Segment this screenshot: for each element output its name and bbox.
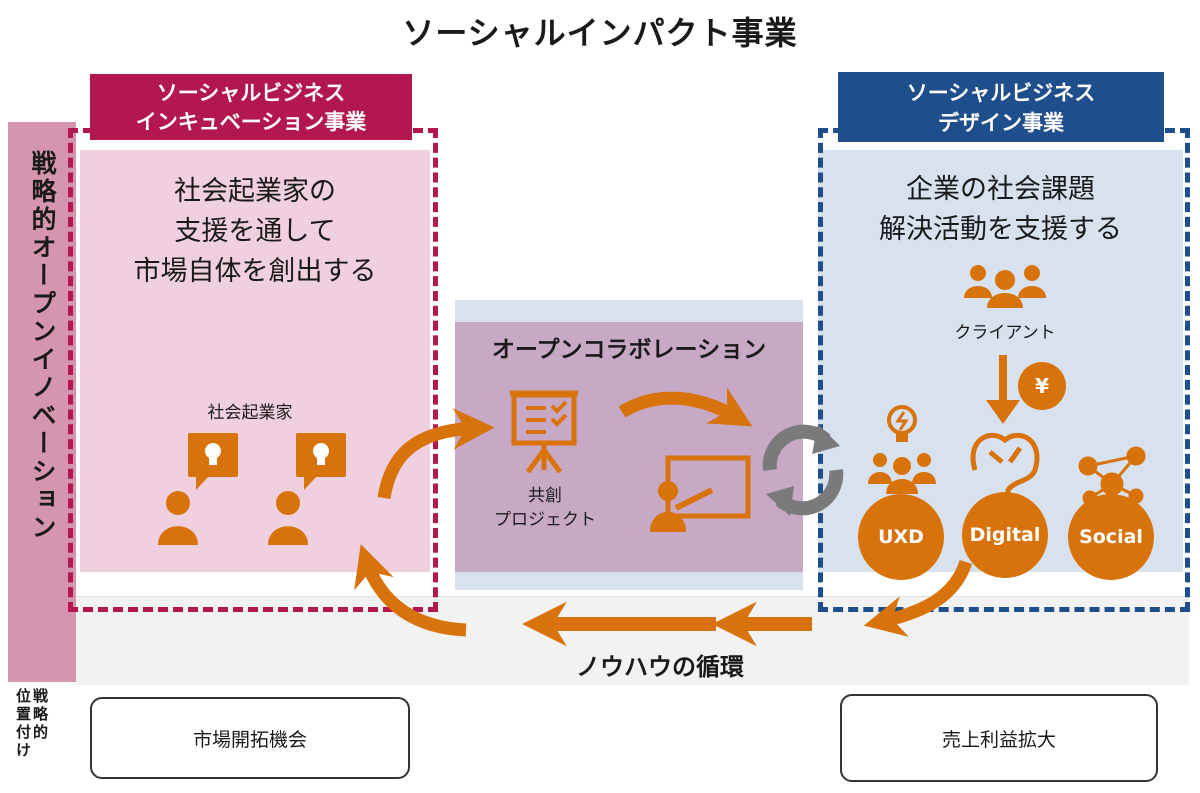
co-creation-project-label: 共創 プロジェクト <box>470 484 620 532</box>
lightbulb-icon <box>887 405 917 442</box>
presentation-board-icon <box>510 390 578 474</box>
person-icon <box>158 491 198 545</box>
design-description: 企業の社会課題 解決活動を支援する <box>818 170 1183 250</box>
revenue-growth-box: 売上利益拡大 <box>840 694 1158 782</box>
market-development-box: 市場開拓機会 <box>90 697 410 779</box>
strategic-open-innovation-label: 戦略的オープンイノベーション <box>28 150 57 542</box>
flow-arrow-up <box>377 407 495 500</box>
design-banner-line1: ソーシャルビジネス <box>906 81 1096 105</box>
incubation-banner: ソーシャルビジネス インキュベーション事業 <box>90 74 412 140</box>
incubation-desc-line3: 市場自体を創出する <box>133 256 377 287</box>
knowhow-cycle-label: ノウハウの循環 <box>576 653 744 681</box>
social-circle: Social <box>1068 494 1154 580</box>
brain-icon <box>970 432 1040 500</box>
idea-bubble-icon <box>296 433 346 490</box>
design-banner: ソーシャルビジネス デザイン事業 <box>838 72 1164 142</box>
incubation-banner-line1: ソーシャルビジネス <box>156 81 346 105</box>
design-desc-line2: 解決活動を支援する <box>879 214 1122 245</box>
design-banner-line2: デザイン事業 <box>938 111 1064 135</box>
incubation-banner-line2: インキュベーション事業 <box>135 110 367 134</box>
strategy-strip <box>8 122 76 682</box>
project-label-line2: プロジェクト <box>494 510 596 530</box>
presenter-icon <box>650 455 751 532</box>
design-desc-line1: 企業の社会課題 <box>906 174 1095 205</box>
incubation-description: 社会起業家の 支援を通して 市場自体を創出する <box>80 172 430 292</box>
exchange-arrowhead-icon <box>812 424 840 454</box>
uxd-circle: UXD <box>858 494 944 580</box>
page-title: ソーシャルインパクト事業 <box>402 14 798 52</box>
team-icon <box>868 453 936 494</box>
positioning-col2: 戦略的 <box>31 688 49 742</box>
flow-arrow-return <box>863 559 973 637</box>
social-network-icon <box>1078 446 1146 506</box>
incubation-area <box>80 150 430 572</box>
idea-bubble-icon <box>188 433 238 490</box>
entrepreneur-label: 社会起業家 <box>207 403 293 423</box>
client-group-icon <box>964 265 1046 308</box>
incubation-desc-line2: 支援を通して <box>174 216 336 247</box>
down-arrow-icon <box>986 355 1020 424</box>
exchange-arrowhead-icon <box>766 486 794 516</box>
incubation-desc-line1: 社会起業家の <box>174 176 336 207</box>
collab-area <box>455 322 803 572</box>
flow-arrow-collab <box>618 387 753 427</box>
project-label-line1: 共創 <box>528 486 562 506</box>
open-collaboration-label: オープンコラボレーション <box>491 337 767 363</box>
positioning-col1: 位置付け <box>14 688 32 760</box>
flow-arrow-back <box>354 544 467 637</box>
client-label: クライアント <box>954 323 1056 343</box>
positioning-label: 位置付け戦略的 <box>14 688 49 760</box>
person-icon <box>268 491 308 545</box>
digital-circle: Digital <box>962 492 1048 578</box>
yen-badge: ¥ <box>1018 362 1066 410</box>
